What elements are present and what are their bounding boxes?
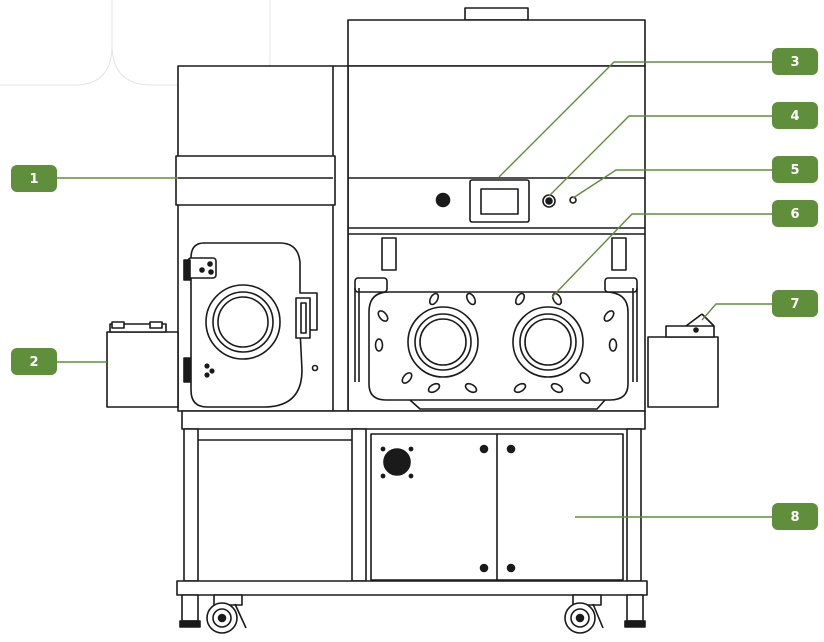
top-filter-housing: [347, 19, 646, 67]
control-knob: [542, 194, 556, 208]
right-side-tray: [647, 313, 719, 408]
storage-cabinet: [370, 433, 624, 581]
leader-lines: [57, 61, 772, 518]
top-exhaust-vent: [464, 7, 529, 21]
left-side-tray: [106, 321, 179, 408]
svg-text:7: 7: [790, 297, 799, 312]
left-caster-wheel: [206, 594, 247, 634]
support-frame: [176, 410, 648, 628]
svg-text:8: 8: [790, 510, 799, 525]
callout-2: 2: [11, 348, 57, 375]
callout-6: 6: [772, 200, 818, 227]
callout-5: 5: [772, 156, 818, 183]
indicator-light: [569, 196, 577, 204]
pass-through-chamber: [175, 65, 349, 412]
callout-7: 7: [772, 290, 818, 317]
control-panel: [435, 179, 577, 223]
svg-text:3: 3: [790, 55, 799, 70]
cabinet-fan: [383, 448, 411, 476]
right-caster-wheel: [564, 594, 604, 634]
callout-4: 4: [772, 102, 818, 129]
callout-badges: 1 2 3 4 5 6 7 8: [11, 48, 818, 530]
touchscreen-display: [480, 188, 519, 215]
svg-text:4: 4: [790, 109, 799, 124]
power-button: [435, 192, 451, 208]
svg-text:5: 5: [790, 163, 799, 178]
svg-text:6: 6: [790, 207, 799, 222]
svg-text:2: 2: [29, 355, 38, 370]
transfer-hatch-panel: [175, 155, 336, 206]
glove-port-window: [354, 237, 638, 410]
callout-1: 1: [11, 165, 57, 192]
callout-8: 8: [772, 503, 818, 530]
svg-text:1: 1: [29, 172, 38, 187]
callout-3: 3: [772, 48, 818, 75]
